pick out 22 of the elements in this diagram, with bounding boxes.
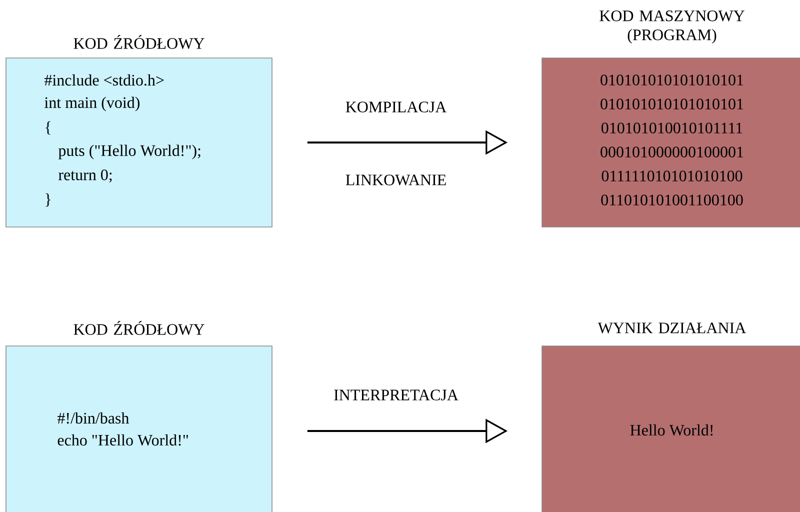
edge-label: KOMPILACJA bbox=[346, 102, 447, 112]
binary-line: 000101000000100001 bbox=[600, 146, 744, 158]
code-line: { bbox=[46, 121, 50, 135]
binary-line: 011010101001100100 bbox=[601, 194, 743, 206]
box-heading: KOD ŹRÓDŁOWY bbox=[74, 321, 204, 335]
code-line: } bbox=[46, 193, 50, 207]
code-line: return 0; bbox=[58, 169, 112, 183]
box-heading: KOD MASZYNOWY (PROGRAM) bbox=[600, 10, 744, 44]
output-text: Hello World! bbox=[630, 424, 713, 436]
box-heading: KOD ŹRÓDŁOWY bbox=[74, 35, 204, 49]
code-line: int main (void) bbox=[44, 96, 140, 112]
binary-line: 011111010101010100 bbox=[602, 170, 742, 182]
code-line: echo "Hello World!" bbox=[58, 434, 188, 446]
code-line: #!/bin/bash bbox=[57, 412, 129, 424]
binary-line: 010101010101010101 bbox=[600, 74, 744, 86]
edge-label: INTERPRETACJA bbox=[334, 390, 458, 400]
code-line: #include <stdio.h> bbox=[44, 74, 164, 86]
binary-line: 010101010010101111 bbox=[602, 122, 742, 134]
box-heading: WYNIK DZIAŁANIA bbox=[598, 322, 746, 334]
process-label: LINKOWANIE bbox=[346, 174, 446, 186]
binary-line: 010101010101010101 bbox=[600, 98, 744, 110]
code-line: puts ("Hello World!"); bbox=[58, 144, 200, 160]
